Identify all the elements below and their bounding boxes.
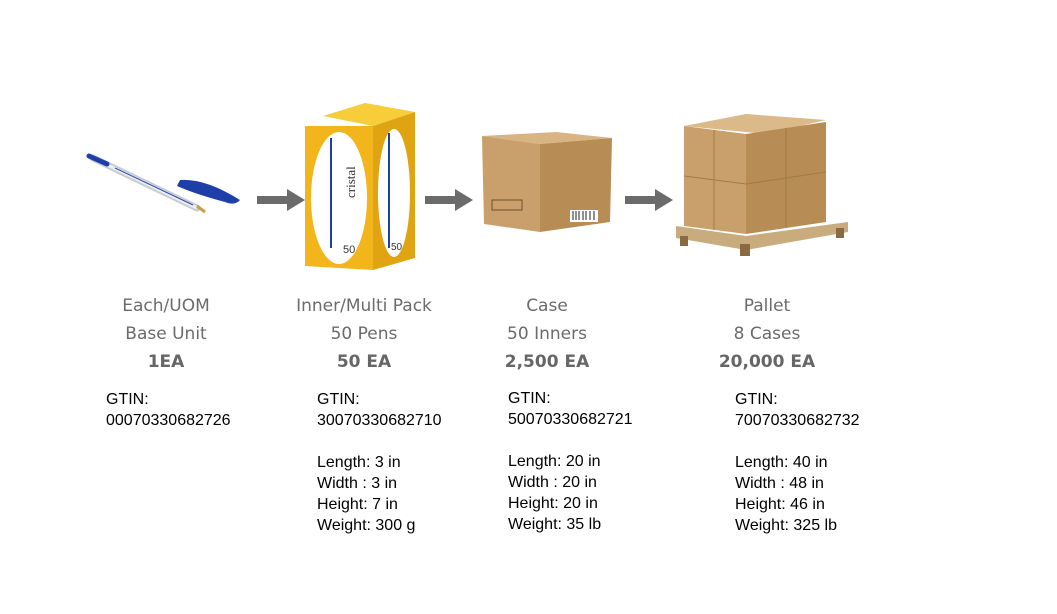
height: Height: 46 in	[735, 496, 825, 513]
gtin-label: GTIN:	[317, 391, 360, 408]
level-subtitle: 50 Inners	[507, 324, 587, 344]
level-name: Inner/Multi Pack	[296, 296, 432, 316]
gtin-value: 70070330682732	[735, 412, 860, 429]
length: Length: 3 in	[317, 454, 401, 471]
case-info: GTIN: 50070330682721 Length: 20 in Width…	[508, 388, 633, 535]
arrow-icon	[425, 189, 473, 211]
cardboard-case-image	[482, 132, 612, 232]
level-quantity: 2,500 EA	[504, 352, 590, 372]
level-subtitle: 8 Cases	[733, 324, 801, 344]
width: Width : 20 in	[508, 474, 597, 491]
pallet-image	[676, 114, 848, 256]
weight: Weight: 35 lb	[508, 516, 602, 533]
level-name: Each/UOM	[122, 296, 210, 316]
arrow-icon	[625, 189, 673, 211]
height: Height: 7 in	[317, 496, 398, 513]
arrow-icon	[257, 189, 305, 211]
pen-box-image: cristal 50 50	[305, 103, 415, 270]
level-quantity: 1EA	[147, 352, 185, 372]
level-quantity: 20,000 EA	[718, 352, 816, 372]
weight: Weight: 300 g	[317, 517, 416, 534]
gtin-value: 00070330682726	[106, 412, 231, 429]
svg-text:cristal: cristal	[343, 166, 358, 198]
gtin-label: GTIN:	[106, 391, 149, 408]
level-subtitle: 50 Pens	[330, 324, 398, 344]
weight: Weight: 325 lb	[735, 517, 837, 534]
length: Length: 20 in	[508, 453, 601, 470]
gtin-label: GTIN:	[508, 390, 551, 407]
svg-text:50: 50	[391, 242, 403, 253]
level-name: Pallet	[743, 296, 791, 316]
gtin-value: 30070330682710	[317, 412, 442, 429]
gtin-value: 50070330682721	[508, 411, 633, 428]
length: Length: 40 in	[735, 454, 828, 471]
pen-image	[86, 153, 240, 214]
inner-info: GTIN: 30070330682710 Length: 3 in Width …	[317, 389, 442, 536]
width: Width : 48 in	[735, 475, 824, 492]
svg-text:50: 50	[343, 244, 355, 256]
height: Height: 20 in	[508, 495, 598, 512]
each-info: GTIN: 00070330682726	[106, 389, 231, 431]
level-subtitle: Base Unit	[125, 324, 207, 344]
width: Width : 3 in	[317, 475, 398, 492]
pallet-info: GTIN: 70070330682732 Length: 40 in Width…	[735, 389, 860, 536]
level-quantity: 50 EA	[336, 352, 392, 372]
gtin-label: GTIN:	[735, 391, 778, 408]
level-name: Case	[526, 296, 568, 316]
